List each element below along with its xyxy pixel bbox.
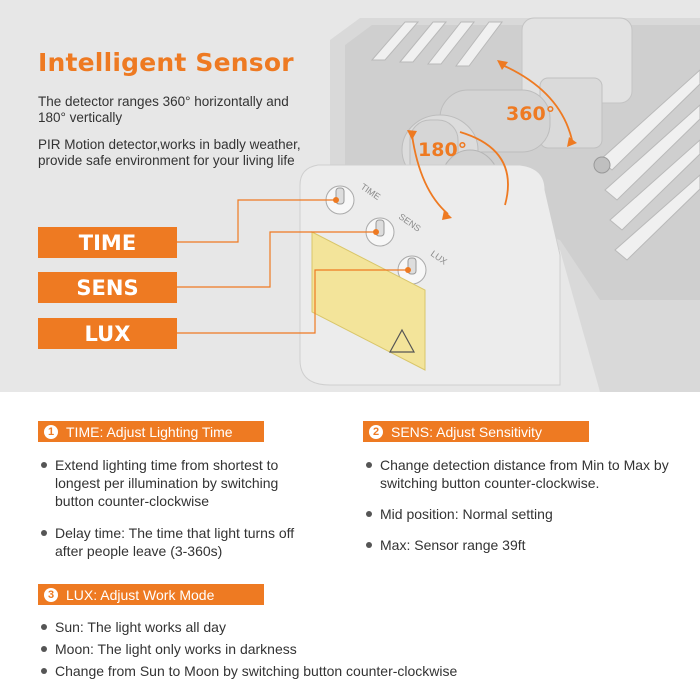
section-title: LUX: Adjust Work Mode [66,586,215,603]
time-list: Extend lighting time from shortest to lo… [38,456,318,574]
range-description: The detector ranges 360° horizontally an… [38,94,289,125]
list-item: Sun: The light works all day [38,618,688,636]
list-item: Max: Sensor range 39ft [363,536,673,554]
vertical-angle-label: 180° [418,139,468,161]
horizontal-angle-label: 360° [506,103,556,125]
section-header-sens: 2 SENS: Adjust Sensitivity [363,421,589,442]
list-item: Extend lighting time from shortest to lo… [38,456,318,510]
list-item: Change detection distance from Min to Ma… [363,456,673,492]
tag-lux: LUX [38,318,177,349]
number-badge: 3 [44,587,58,602]
list-item: Moon: The light only works in darkness [38,640,688,658]
section-title: SENS: Adjust Sensitivity [391,423,542,440]
number-badge: 2 [369,424,383,439]
page-title: Intelligent Sensor [38,48,294,77]
pir-description: PIR Motion detector,works in badly weath… [38,137,301,168]
tag-time: TIME [38,227,177,258]
number-badge: 1 [44,424,58,439]
sens-list: Change detection distance from Min to Ma… [363,456,673,567]
sensor-illustration: TIME SENS LUX [177,17,700,392]
section-header-lux: 3 LUX: Adjust Work Mode [38,584,264,605]
hero-panel: TIME SENS LUX Intelligent Sensor The det… [0,0,700,392]
list-item: Delay time: The time that light turns of… [38,524,318,560]
list-item: Mid position: Normal setting [363,505,673,523]
lux-list: Sun: The light works all day Moon: The l… [38,618,688,684]
section-header-time: 1 TIME: Adjust Lighting Time [38,421,264,442]
list-item: Change from Sun to Moon by switching but… [38,662,688,680]
section-title: TIME: Adjust Lighting Time [66,423,233,440]
tag-sens: SENS [38,272,177,303]
